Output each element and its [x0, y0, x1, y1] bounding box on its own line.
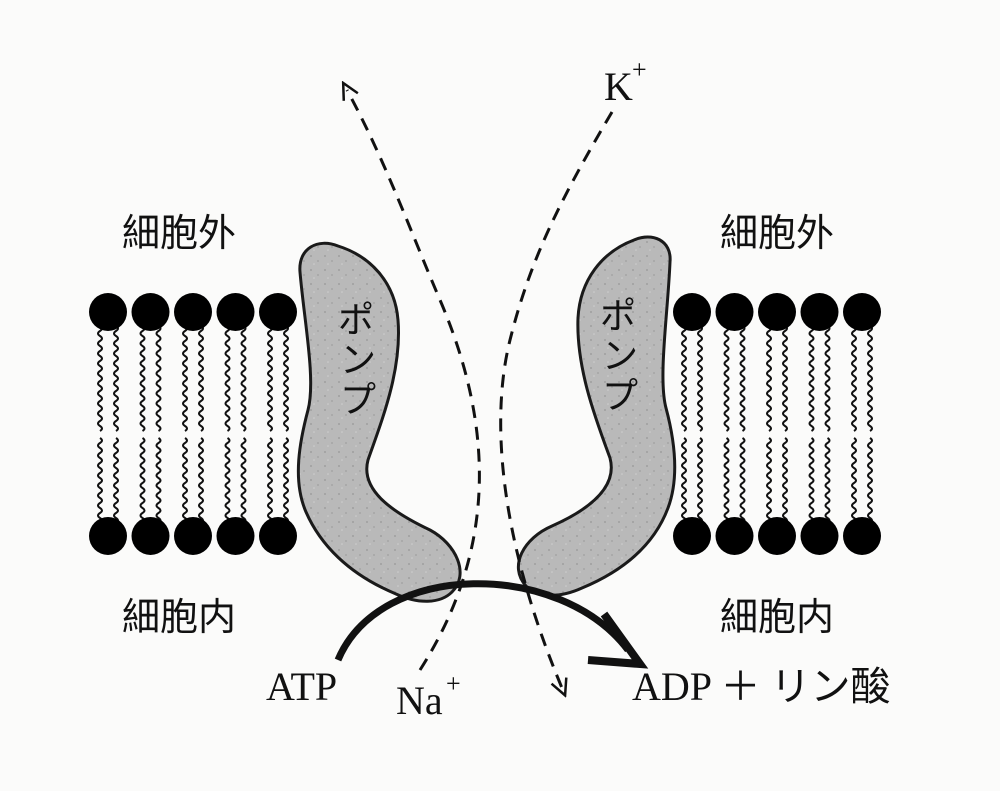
- atp-adp-arrowhead: [587, 611, 649, 669]
- left-lipid-4: [216, 293, 255, 555]
- atp-label: ATP: [266, 664, 337, 709]
- outside-label-right: 細胞外: [720, 211, 834, 255]
- right-lipid-5: [843, 293, 881, 555]
- right-pump-shape: [516, 235, 677, 597]
- left-pump-shape: [296, 241, 462, 603]
- left-lipid-5: [259, 293, 297, 555]
- left-lipid-1: [89, 293, 127, 555]
- left-pump-label-1: ポ: [338, 300, 374, 341]
- k-ion-label: K: [604, 64, 633, 109]
- right-lipid-3: [758, 293, 796, 555]
- right-pump-label-3: プ: [602, 376, 638, 417]
- right-lipid-1: [673, 293, 711, 555]
- right-lipid-4: [800, 293, 839, 555]
- left-lipid-3: [174, 293, 212, 555]
- right-lipid-2: [715, 293, 754, 555]
- left-lipid-2: [131, 293, 170, 555]
- k-charge-label: +: [632, 55, 647, 84]
- outside-label-left: 細胞外: [122, 211, 236, 255]
- atp-adp-arrow: [334, 580, 631, 662]
- na-charge-label: +: [446, 669, 461, 698]
- k-ion-path: [499, 111, 614, 688]
- left-pump: ポ ン プ: [296, 241, 462, 603]
- inside-label-right: 細胞内: [720, 595, 834, 639]
- inside-label-left: 細胞内: [122, 595, 236, 639]
- na-ion-path: [347, 90, 481, 671]
- left-pump-label-2: ン: [340, 340, 376, 381]
- right-pump-label-1: ポ: [600, 296, 636, 337]
- na-ion-label: Na: [396, 678, 443, 723]
- left-membrane: [89, 293, 297, 555]
- right-pump: ポ ン プ: [516, 235, 677, 597]
- left-pump-label-3: プ: [340, 380, 376, 421]
- adp-label: ADP ＋ リン酸: [632, 664, 891, 709]
- right-membrane: [673, 293, 881, 555]
- right-pump-label-2: ン: [602, 336, 638, 377]
